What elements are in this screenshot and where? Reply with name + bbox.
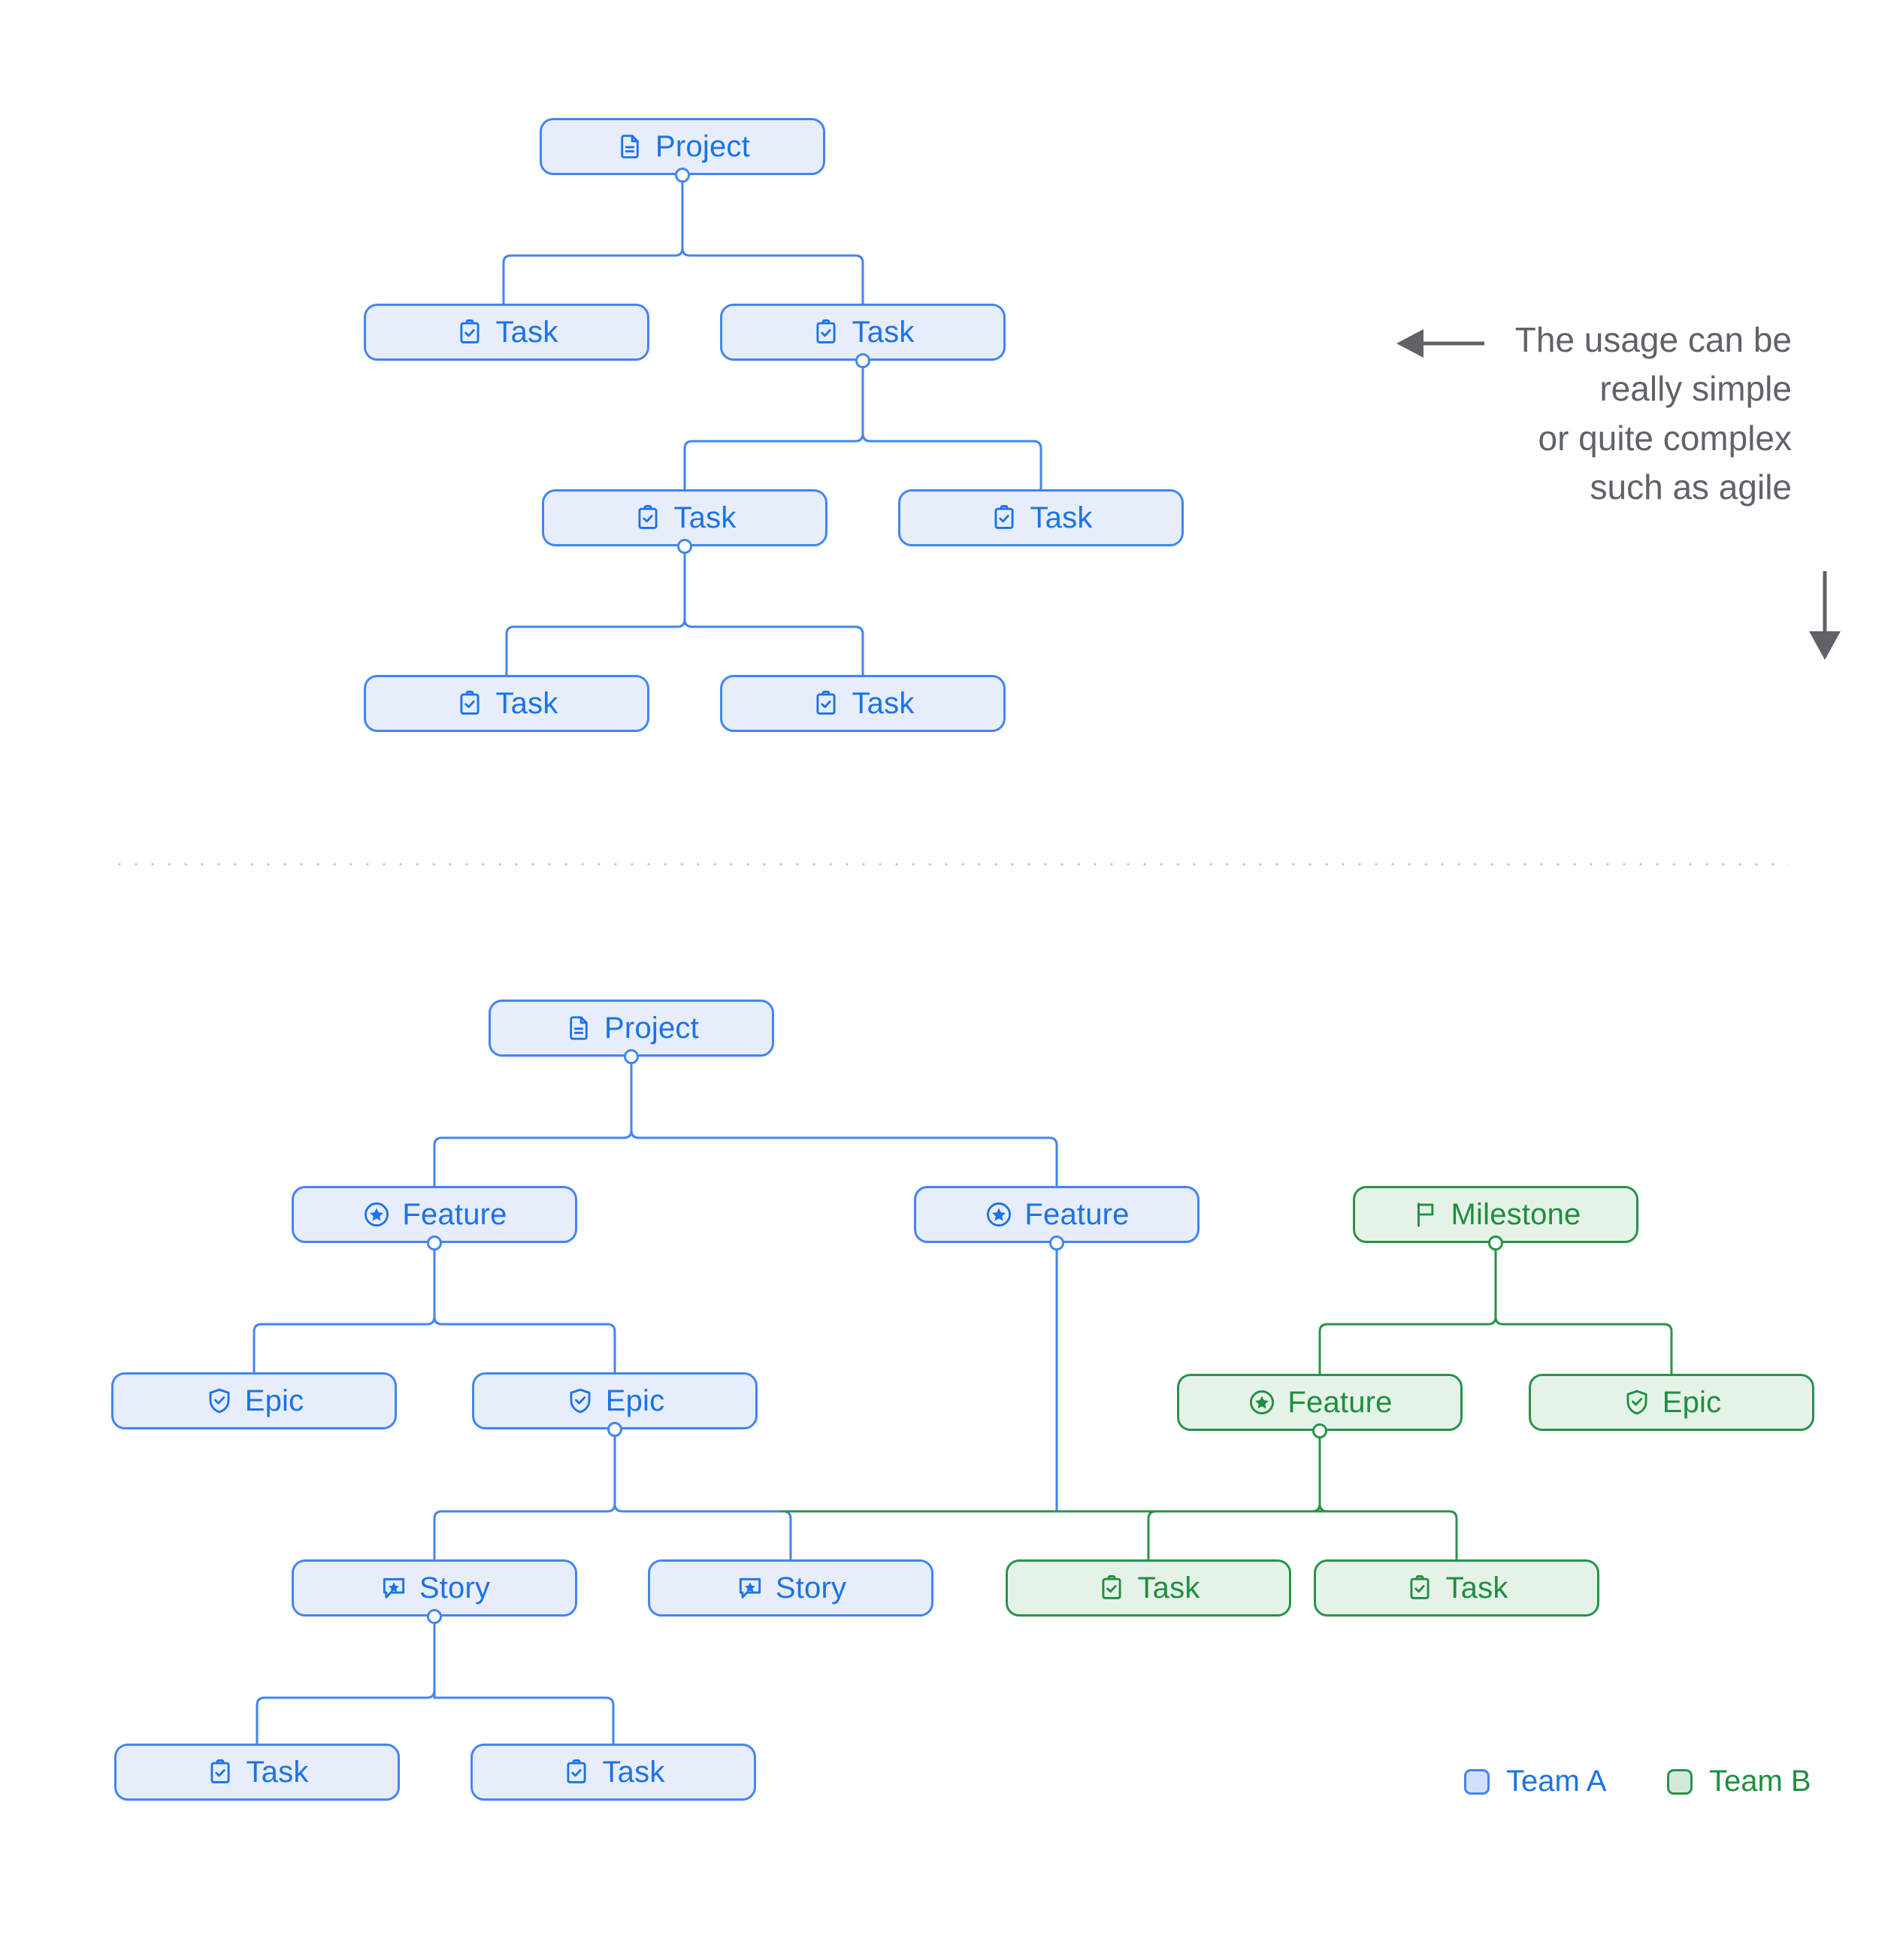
connectors-team-a [253,175,1058,1744]
legend-item-team-b: Team B [1667,1765,1811,1798]
node-label: Epic [605,1384,665,1417]
node-label: Milestone [1451,1197,1581,1231]
legend-label-team-b: Team B [1709,1765,1811,1798]
connector-port[interactable] [1049,1236,1064,1251]
node-label: Story [775,1571,847,1605]
annotation-line-1: The usage can be [1514,320,1792,359]
node-label: Epic [1662,1385,1722,1419]
node-story[interactable]: Story [648,1559,933,1617]
node-project[interactable]: Project [489,1000,774,1057]
story-star-icon [379,1573,409,1603]
node-task[interactable]: Task [114,1744,400,1801]
node-label: Feature [1287,1385,1393,1419]
shield-check-icon [1622,1387,1652,1417]
node-task[interactable]: Task [364,675,649,732]
legend-swatch-team-a [1464,1768,1490,1795]
node-epic[interactable]: Epic [472,1372,758,1429]
node-label: Task [495,315,558,349]
node-feature[interactable]: Feature [914,1186,1200,1243]
node-epic[interactable]: Epic [1529,1374,1814,1431]
node-label: Task [852,686,915,720]
clipboard-check-icon [811,317,841,347]
connector-port[interactable] [855,353,870,368]
node-label: Task [673,501,737,534]
node-feature[interactable]: Feature [1177,1374,1463,1431]
node-task[interactable]: Task [470,1744,756,1801]
node-label: Story [419,1571,491,1605]
node-project[interactable]: Project [540,118,825,175]
node-task[interactable]: Task [898,489,1184,546]
document-icon [615,132,645,162]
connector-port[interactable] [675,168,690,183]
clipboard-check-icon [455,688,485,718]
node-milestone[interactable]: Milestone [1353,1186,1638,1243]
connector-port[interactable] [1488,1236,1503,1251]
clipboard-check-icon [1097,1573,1127,1603]
arrow-down-head [1809,631,1841,660]
connector-port[interactable] [427,1236,442,1251]
connector-port[interactable] [677,539,692,554]
annotation-line-2: really simple [1599,369,1792,409]
node-label: Task [1445,1571,1508,1605]
annotation-text: The usage can be really simple or quite co… [1515,316,1792,512]
clipboard-check-icon [811,688,841,718]
node-label: Project [655,129,750,163]
node-task[interactable]: Task [720,304,1006,361]
node-label: Feature [402,1197,507,1231]
node-label: Task [602,1755,665,1789]
flag-icon [1411,1199,1441,1230]
node-label: Feature [1024,1197,1130,1231]
clipboard-check-icon [205,1757,235,1787]
star-circle-icon [362,1199,392,1230]
node-label: Task [1137,1571,1200,1605]
clipboard-check-icon [989,503,1019,533]
shield-check-icon [565,1386,595,1416]
connector-port[interactable] [607,1422,622,1437]
clipboard-check-icon [455,317,485,347]
node-task[interactable]: Task [542,489,827,546]
arrow-left-head [1396,329,1423,358]
node-label: Task [246,1755,309,1789]
legend-item-team-a: Team A [1464,1765,1606,1798]
star-circle-icon [1247,1387,1277,1417]
clipboard-check-icon [633,503,663,533]
node-label: Project [604,1011,699,1045]
annotation-line-4: such as agile [1590,467,1793,507]
shield-check-icon [204,1386,234,1416]
story-star-icon [735,1573,765,1603]
connector-port[interactable] [624,1049,639,1064]
legend-label-team-a: Team A [1506,1765,1607,1798]
document-icon [564,1013,594,1043]
section-divider [111,863,1789,866]
connector-port[interactable] [427,1609,442,1624]
node-story[interactable]: Story [292,1559,577,1617]
node-label: Task [1030,501,1093,534]
node-label: Epic [244,1384,304,1417]
node-task[interactable]: Task [364,304,649,361]
connector-port[interactable] [1312,1423,1327,1438]
clipboard-check-icon [561,1757,591,1787]
node-task[interactable]: Task [1006,1559,1291,1617]
legend-swatch-team-b [1667,1768,1693,1795]
star-circle-icon [984,1199,1014,1230]
node-label: Task [852,315,915,349]
annotation-line-3: or quite complex [1538,418,1793,458]
clipboard-check-icon [1405,1573,1435,1603]
node-task[interactable]: Task [1314,1559,1599,1617]
node-epic[interactable]: Epic [111,1372,397,1429]
node-feature[interactable]: Feature [292,1186,577,1243]
node-task[interactable]: Task [720,675,1006,732]
node-label: Task [495,686,558,720]
